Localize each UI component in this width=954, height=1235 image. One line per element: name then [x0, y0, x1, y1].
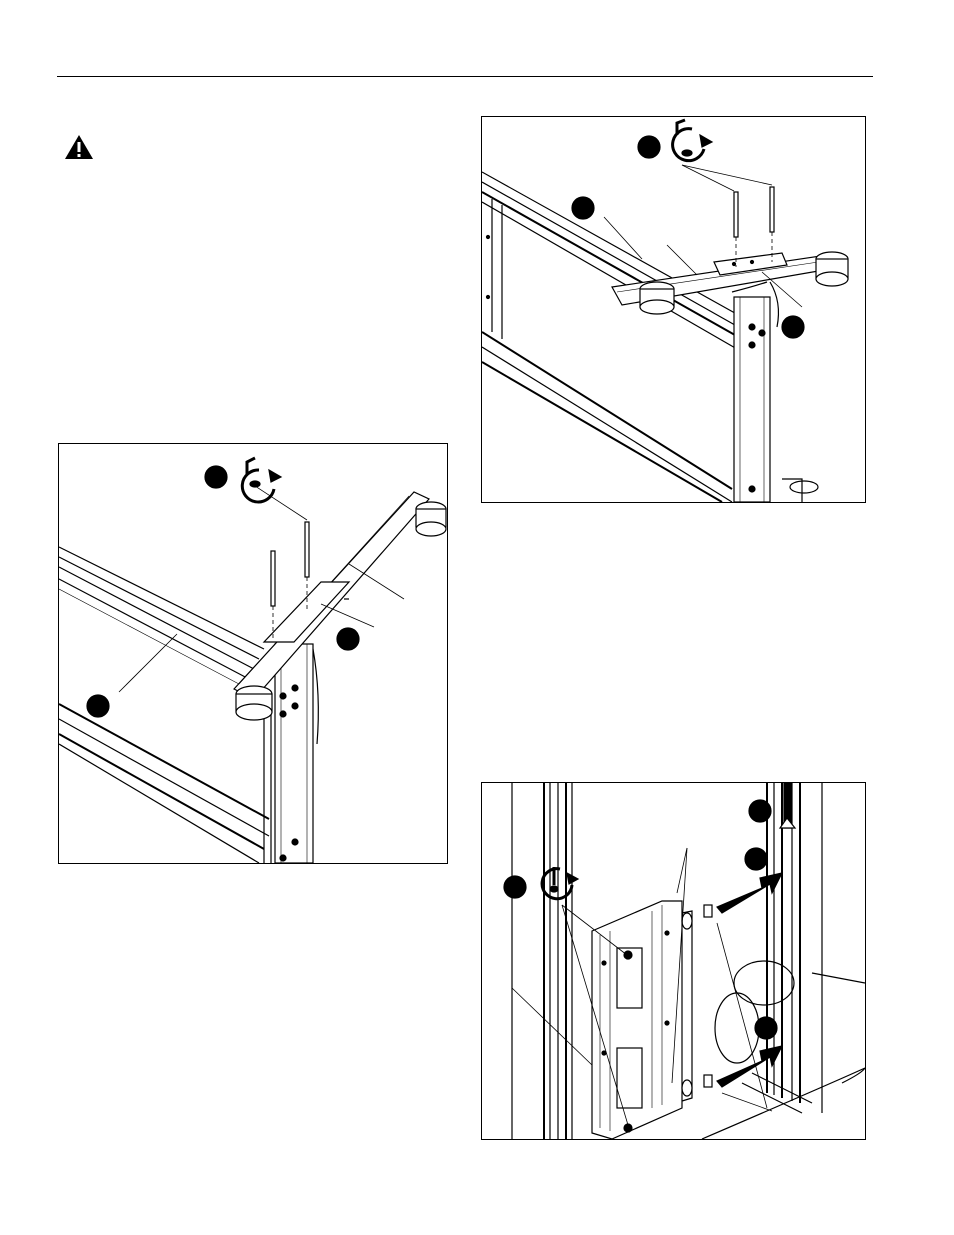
warning-triangle-icon	[64, 134, 94, 160]
hex-key-rotate-icon	[673, 120, 712, 161]
figure-mount-plate-attach	[481, 782, 866, 1140]
screwdriver-rotate-icon	[542, 867, 578, 899]
hex-key-rotate-icon	[242, 458, 281, 502]
figure-crossbar-attach-right	[481, 116, 866, 503]
header-rule	[57, 76, 873, 77]
figure-crossbar-attach-left	[58, 443, 448, 864]
